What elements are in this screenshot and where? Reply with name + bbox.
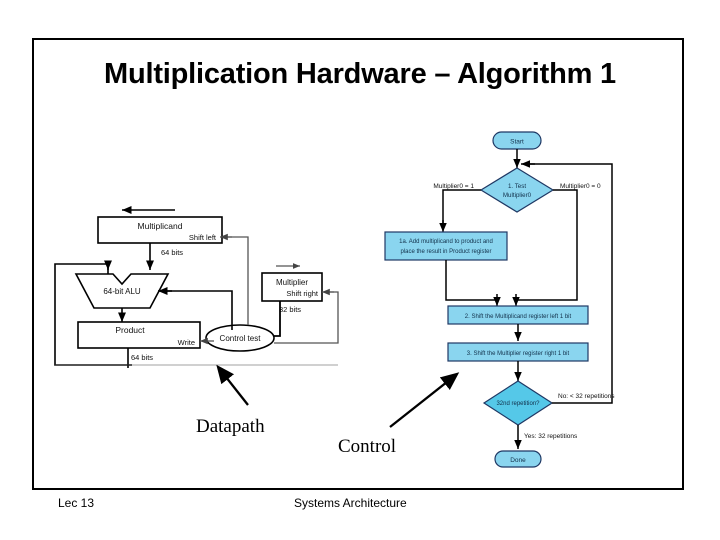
page-title: Multiplication Hardware – Algorithm 1 — [104, 58, 616, 90]
datapath-caption: Datapath — [196, 416, 265, 437]
slide-frame: Multiplication Hardware – Algorithm 1 — [32, 38, 684, 490]
control-caption: Control — [338, 436, 397, 457]
footer-lecture-label: Lec 13 — [58, 496, 95, 510]
footer-course-label: Systems Architecture — [294, 496, 407, 510]
